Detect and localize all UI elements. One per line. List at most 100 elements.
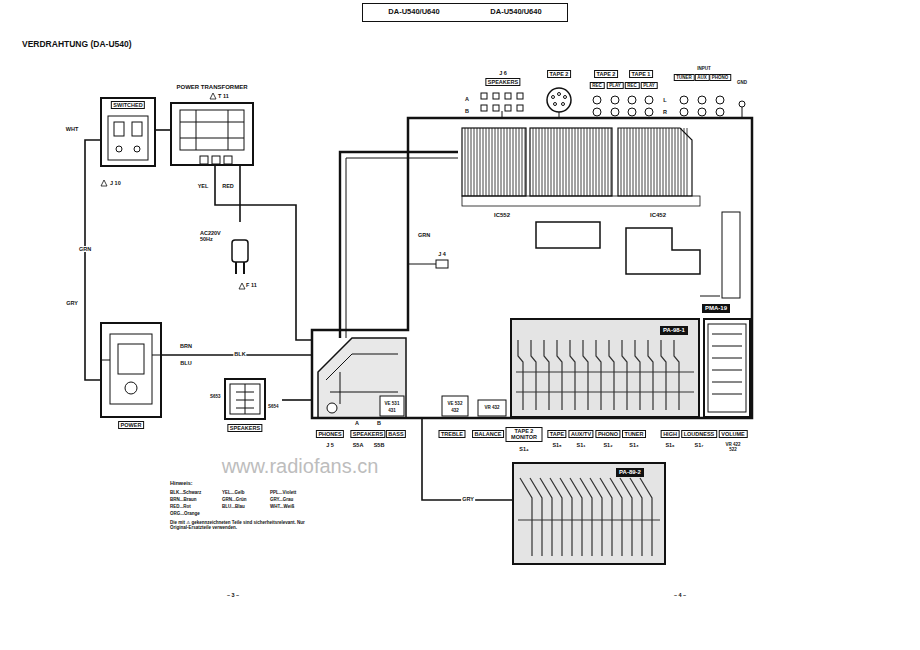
control-label: PHONES — [316, 430, 344, 438]
jack-art — [716, 108, 724, 116]
wire — [239, 166, 241, 222]
jack-art — [680, 96, 688, 104]
power-transformer: POWER TRANSFORMERT 11 — [170, 84, 254, 166]
ic-chip — [536, 222, 600, 248]
board-wires — [340, 152, 458, 338]
wire-color-label: GRY — [461, 496, 475, 502]
jack-art — [554, 103, 557, 106]
power-switch: POWER — [100, 322, 162, 432]
jack-art — [481, 105, 487, 111]
jack-art — [698, 96, 706, 104]
ic-label: IC452 — [638, 211, 678, 221]
heatsink — [462, 128, 700, 206]
jack-art — [593, 108, 601, 116]
jack-art — [611, 96, 619, 104]
heatsink — [465, 128, 687, 196]
callout-label: R — [663, 109, 667, 115]
callout-label: GRY...Grau — [270, 497, 293, 502]
callout-label: – 3 – — [227, 592, 239, 598]
callout-label: S1₇ — [695, 442, 704, 448]
switched-outlet: SWITCHED — [100, 97, 156, 167]
part-label: GND — [737, 80, 747, 85]
callout-label: S1₆ — [665, 442, 674, 448]
part-label: PLAY — [641, 82, 658, 89]
callout-label: BLK...Schwarz — [170, 490, 201, 495]
outline — [100, 322, 162, 418]
jack-art — [645, 108, 653, 116]
power-switch-art — [118, 344, 144, 374]
switched-outlet-art — [116, 146, 122, 152]
part-label: AUX — [695, 74, 710, 81]
warning-triangle — [101, 180, 107, 186]
callout-label: S1₂ — [603, 442, 612, 448]
jack-art — [716, 96, 724, 104]
callout-label: J 5 — [326, 442, 334, 448]
control-label: SPEAKERS — [350, 430, 385, 438]
jack-art — [558, 93, 561, 96]
part-label: TAPE 2 — [594, 70, 618, 78]
outline — [170, 102, 254, 166]
jack-art — [593, 96, 601, 104]
callout-label: GRY — [66, 300, 78, 306]
callout-label: S1₃ — [629, 442, 638, 448]
callout-label: RED — [222, 183, 234, 189]
watermark: www.radiofans.cn — [222, 455, 379, 478]
part-label: AC220V 50Hz — [200, 230, 232, 243]
switched-outlet-art — [108, 116, 148, 160]
control-label: TAPE — [547, 430, 566, 438]
power-switch-art — [100, 334, 162, 404]
control-label: TUNER — [622, 430, 646, 438]
jack-art — [628, 96, 636, 104]
sub-board — [318, 338, 406, 418]
callout-label: 431 — [388, 408, 396, 413]
part-label: VR 422 522 — [723, 442, 743, 452]
jack-art — [493, 105, 499, 111]
part-label: DA-U540/U640 — [388, 8, 439, 17]
jack-art — [502, 107, 742, 118]
board-wires — [346, 158, 458, 338]
speaker-terminals: J 6SPEAKERS — [475, 70, 531, 116]
sub-board — [318, 338, 506, 418]
board-name: PMA-19 — [702, 304, 730, 313]
control-label: PHONO — [595, 430, 620, 438]
control-label: BASS — [386, 430, 406, 438]
circuit-board-art — [518, 478, 660, 556]
jack-art — [552, 96, 555, 99]
power-switch-art — [110, 334, 152, 404]
part-label: TAPE 1 — [629, 70, 653, 78]
din-socket: TAPE 2 — [536, 68, 582, 118]
power-switch-art — [125, 382, 137, 394]
callout-label: S1₁ — [576, 442, 585, 448]
rca-jacks: INPUTTUNERAUXPHONOGND — [672, 66, 752, 118]
board-outline — [312, 118, 752, 418]
ic-chip — [536, 212, 740, 298]
switched-outlet-art — [114, 122, 124, 136]
control-label: TREBLE — [439, 430, 466, 438]
header-box: DA-U540/U640DA-U540/U640 — [362, 3, 568, 22]
callout-label: YEL...Gelb — [222, 490, 245, 495]
jack-art — [517, 105, 523, 111]
callout-label: A — [465, 96, 469, 102]
heatsink — [462, 196, 700, 206]
callout-label: J 4 — [438, 251, 446, 257]
transformer-art — [224, 156, 232, 164]
jack-art — [493, 93, 499, 99]
transformer-art — [212, 156, 220, 164]
ic-chip — [722, 212, 740, 298]
outline — [224, 378, 266, 420]
callout-label: BLU...Blau — [222, 504, 245, 509]
part-label: PHONO — [709, 74, 731, 81]
callout-label: S1₄ — [519, 446, 528, 452]
outline — [703, 318, 751, 418]
page-title: VERDRAHTUNG (DA-U540) — [22, 40, 132, 50]
volume-pot-art — [708, 324, 746, 412]
warning-triangle — [101, 93, 245, 289]
part-label: POWER TRANSFORMER — [177, 84, 248, 91]
jack-art — [611, 108, 619, 116]
callout-label: A — [355, 420, 359, 426]
jack-art — [547, 88, 571, 112]
part-label: SPEAKERS — [485, 78, 520, 86]
jack-art — [680, 108, 688, 116]
callout-label: 432 — [451, 408, 459, 413]
callout-label: PPL...Violett — [270, 490, 296, 495]
